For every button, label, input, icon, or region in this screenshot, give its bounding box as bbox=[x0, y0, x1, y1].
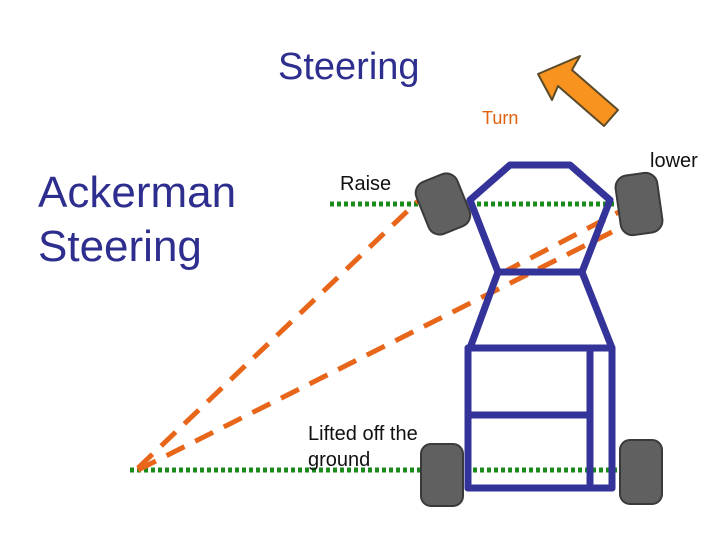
vehicle-frame bbox=[464, 161, 616, 492]
raise-label: Raise bbox=[340, 173, 392, 195]
sight-line-2 bbox=[136, 229, 614, 473]
wheel-front-right bbox=[614, 171, 664, 237]
subtitle: Ackerman Steering bbox=[38, 168, 237, 271]
wheel-rear-right bbox=[619, 439, 663, 505]
turn-label: Turn bbox=[482, 108, 519, 128]
lower-label: lower bbox=[650, 150, 698, 172]
page-title: Steering bbox=[278, 46, 420, 88]
arrow-up-left-icon bbox=[537, 55, 619, 127]
wheel-rear-left bbox=[420, 443, 464, 507]
wheel-front-left bbox=[414, 172, 472, 236]
lifted-label: Lifted off the ground bbox=[308, 423, 418, 471]
sight-line-1 bbox=[136, 199, 420, 470]
